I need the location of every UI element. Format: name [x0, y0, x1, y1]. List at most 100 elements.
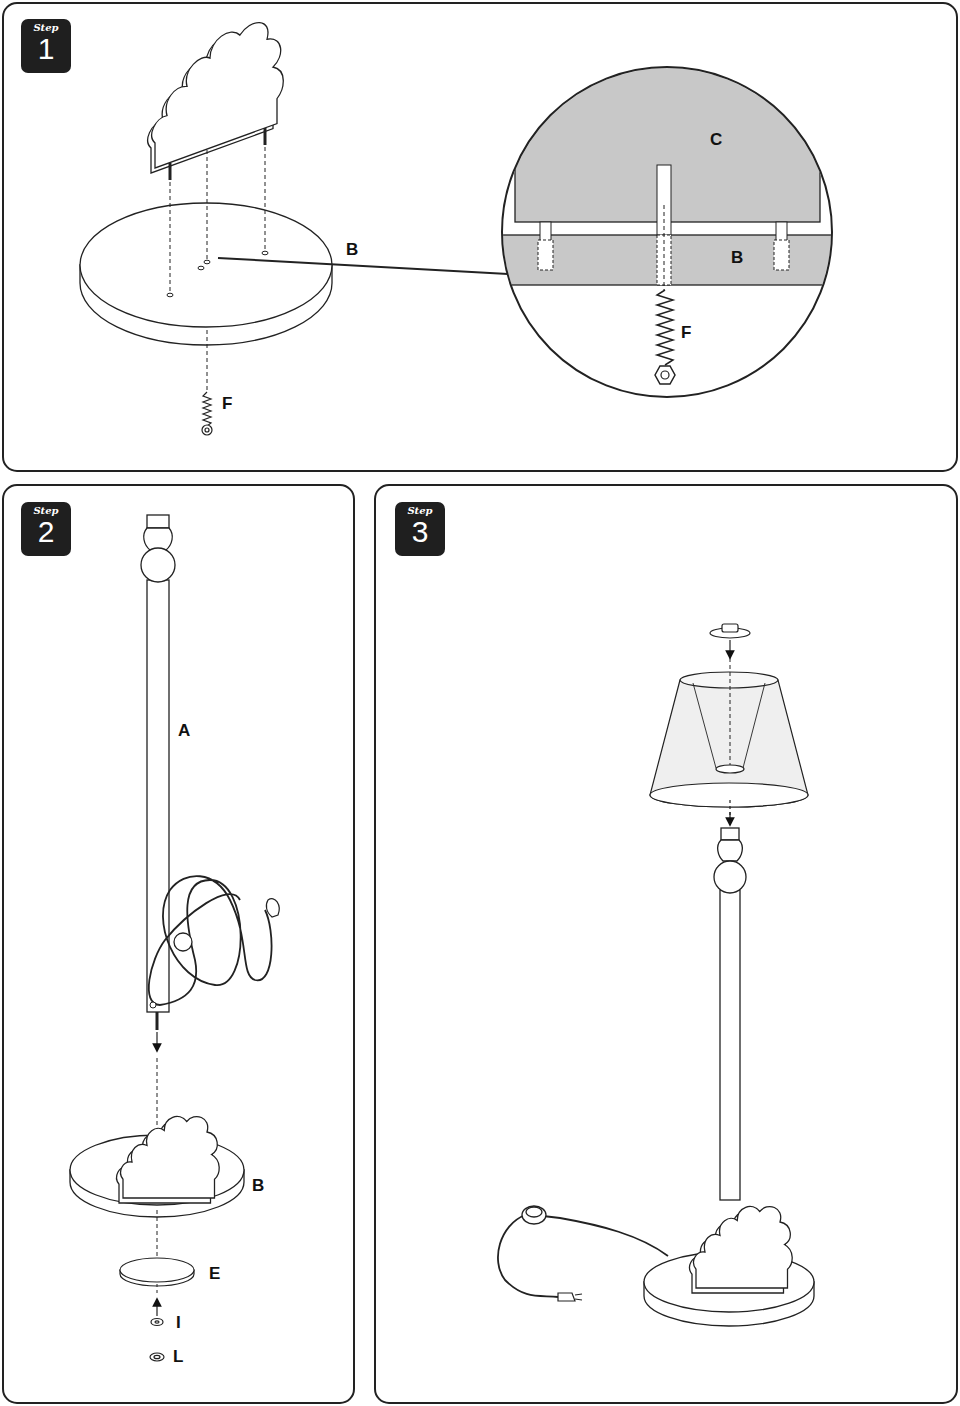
drawing-part: [147, 580, 169, 1012]
drawing-part: [575, 1299, 582, 1300]
guide-lines: [170, 147, 265, 390]
step-badge: Step2: [21, 502, 71, 556]
step-number: 2: [21, 517, 71, 547]
drawing-part: [730, 658, 731, 765]
drawing-part: [141, 548, 175, 582]
part-letter: B: [344, 241, 360, 259]
drawing-part: [522, 1206, 546, 1224]
drawing-part: [205, 428, 209, 432]
drawing-part: [526, 1207, 542, 1217]
drawing-part: [543, 1216, 668, 1256]
step-number: 3: [395, 517, 445, 547]
drawing-part: [720, 890, 740, 1200]
part-letter: L: [171, 1348, 185, 1366]
step-word: Step: [21, 22, 71, 34]
drawing-part: [498, 1215, 558, 1297]
switch: [522, 1206, 546, 1224]
part-letter: I: [174, 1314, 183, 1332]
screw: [202, 392, 212, 435]
drawing-part: [694, 1206, 793, 1288]
detail-circle: [502, 67, 832, 397]
part-letter: F: [679, 324, 693, 342]
drawing-part: [160, 876, 272, 1005]
drawing-part: [655, 366, 675, 384]
drawing-part: [204, 260, 210, 264]
plug: [266, 899, 279, 917]
drawing-part: [170, 182, 171, 292]
cord-hole: [150, 1002, 156, 1008]
drawing-part: [155, 1321, 159, 1323]
drawing-part: [144, 528, 173, 550]
drawing-part: [198, 266, 204, 270]
drawing-part: [650, 680, 808, 807]
part-letter: A: [176, 722, 192, 740]
arrow: [729, 640, 730, 655]
drawing-part: [151, 1319, 163, 1326]
drawing-part: [774, 240, 789, 270]
finial: [710, 624, 750, 638]
drawing-part: [693, 683, 765, 768]
drawing-part: [80, 203, 332, 327]
step-word: Step: [21, 505, 71, 517]
part-letter: F: [220, 395, 234, 413]
washer: [151, 1319, 163, 1326]
drawing-part: [262, 251, 268, 255]
holes: [167, 251, 268, 297]
arrow: [156, 1302, 157, 1316]
drawing-part: [265, 147, 266, 250]
drawing-part: [650, 783, 808, 807]
step-panel: [375, 485, 957, 1403]
guide-line: [157, 1058, 158, 1140]
drawing-part: [680, 672, 778, 688]
drawing-part: [575, 1294, 582, 1295]
step-badge: Step3: [395, 502, 445, 556]
part-letter: C: [708, 131, 724, 149]
drawing-part: [167, 293, 173, 297]
cord: [149, 876, 272, 1005]
cloud-panel: [690, 1206, 793, 1293]
drawing-part: [121, 1116, 220, 1198]
cloud-panel: [148, 13, 283, 175]
drawing-part: [721, 828, 739, 840]
dowel-pins: [170, 128, 265, 180]
felt-disc: [120, 1258, 194, 1286]
switch: [174, 933, 192, 951]
drawing-part: [664, 205, 665, 290]
step-word: Step: [395, 505, 445, 517]
drawing-part: [154, 1355, 160, 1358]
drawing-part: [147, 515, 169, 528]
base-disc: [80, 203, 332, 345]
arrow: [729, 812, 730, 822]
drawing-part: [149, 894, 240, 1005]
drawing-part: [490, 235, 850, 285]
drawing-part: [207, 330, 208, 390]
guide-line: [157, 1284, 158, 1296]
cloud-panel: [117, 1116, 220, 1203]
lamp-pole: [714, 828, 746, 1200]
step-panel: [3, 3, 957, 471]
step-badge: Step1: [21, 19, 71, 73]
step-number: 1: [21, 34, 71, 64]
drawing-part: [718, 840, 743, 861]
part-letter: B: [250, 1177, 266, 1195]
lamp-shade: [650, 658, 808, 807]
plug: [558, 1293, 582, 1301]
drawing-part: [558, 1293, 575, 1301]
threaded-rod: [156, 1012, 159, 1030]
drawing-part: [538, 240, 553, 270]
lamp-pole: [141, 515, 175, 1012]
drawing-part: [657, 165, 671, 235]
arrow: [156, 1032, 157, 1048]
drawing-part: [203, 392, 211, 426]
drawing-part: [714, 861, 746, 893]
drawing-part: [266, 899, 279, 917]
part-letter: B: [729, 249, 745, 267]
step-panel: [3, 485, 354, 1403]
drawing-part: [716, 765, 744, 773]
drawing-part: [152, 13, 283, 170]
drawing-part: [722, 624, 738, 632]
part-letter: E: [207, 1265, 222, 1283]
drawing-part: [661, 371, 669, 379]
leader-line: [218, 258, 508, 274]
